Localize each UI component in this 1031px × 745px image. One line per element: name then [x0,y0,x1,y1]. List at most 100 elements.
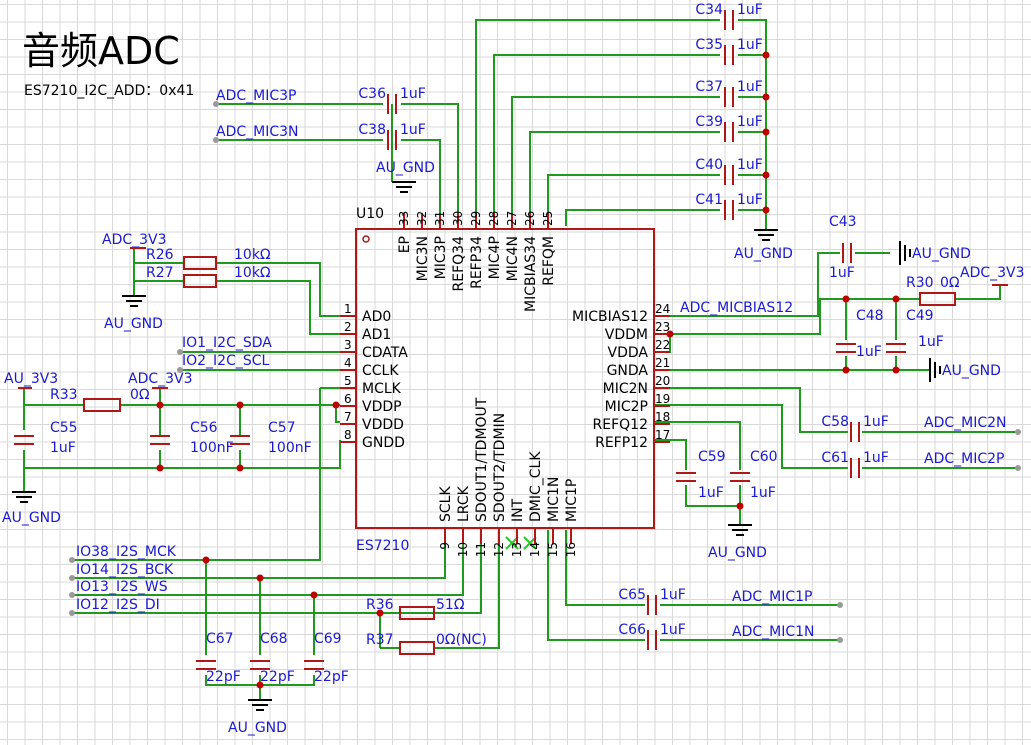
resistor-r33-value: 0Ω [130,387,150,403]
pin-name-28: MIC4P [487,236,503,279]
ground-top-caps: AU_GND [734,229,793,262]
pin-name-30: REFQ34 [451,236,467,292]
cap-c60-ref: C60 [750,449,778,465]
pin-name-33: EP [397,236,413,253]
pin-name-3: CDATA [362,345,408,361]
pin-name-13: INT [510,498,526,522]
net-i2c-scl: IO2_I2C_SCL [182,353,270,369]
pin-number-4: 4 [344,356,352,370]
resistor-r27-value: 10kΩ [234,265,271,281]
resistor-r36-body [399,606,435,620]
cap-c35-value: 1uF [737,37,763,53]
cap-c65-value: 1uF [660,587,686,603]
cap-c61-value: 1uF [863,450,889,466]
resistor-r26-ref: R26 [146,247,174,263]
pin-name-6: VDDP [362,399,402,415]
cap-c36-value: 1uF [400,86,426,102]
resistor-r30-value: 0Ω [940,275,960,291]
cap-c41-value: 1uF [737,192,763,208]
net-au-3v3: AU_3V3 [4,371,58,387]
pin-name-18: REFQ12 [593,417,648,433]
pin-number-22: 22 [655,338,670,352]
pin-name-19: MIC2P [605,399,648,415]
pin-name-5: MCLK [362,381,402,397]
pin-number-11: 11 [474,542,488,557]
cap-c41-ref: C41 [695,192,723,208]
cap-c66-ref: C66 [618,622,646,638]
ground-gnda: AU_GND [929,358,1001,382]
cap-c40-value: 1uF [737,157,763,173]
ground-ref: AU_GND [708,524,767,561]
resistor-r26-value: 10kΩ [234,247,271,263]
ground-c43: AU_GND [899,241,971,265]
cap-c36: C36 1uF [358,86,426,114]
ground-i2s-label: AU_GND [228,720,287,736]
pin-name-7: VDDD [362,417,404,433]
net-adc-3v3-right: ADC_3V3 [960,265,1025,281]
ground-top-caps-label: AU_GND [734,246,793,262]
cap-c49-value: 1uF [918,334,944,350]
pin-number-17: 17 [655,428,670,442]
net-adc-3v3-left: ADC_3V3 [102,232,167,248]
pin-number-33: 33 [397,211,411,226]
cap-c48-ref: C48 [856,308,884,324]
pin-number-19: 19 [655,392,670,406]
cap-c48-value: 1uF [856,344,882,360]
cap-c66-value: 1uF [660,622,686,638]
cap-c59-value: 1uF [698,485,724,501]
sheet-title: 音频ADC [22,29,180,73]
resistor-r33-body [83,398,121,412]
cap-c67-value: 22pF [206,669,241,685]
resistor-r37-value: 0Ω(NC) [436,632,487,648]
net-i2c-sda: IO1_I2C_SDA [182,335,272,351]
ground-ad-pins-label: AU_GND [104,316,163,332]
pin-name-15: MIC1N [546,477,562,522]
pin-number-3: 3 [344,338,352,352]
cap-c49: C49 1uF [886,308,944,353]
cap-c55-value: 1uF [50,440,76,456]
cap-c37-value: 1uF [737,79,763,95]
net-endpoints [69,101,1021,643]
cap-c69-value: 22pF [314,669,349,685]
cap-c36-ref: C36 [358,86,386,102]
pin-number-13: 13 [510,542,524,557]
net-adc-mic1n: ADC_MIC1N [732,624,815,640]
pin1-marker [362,235,370,243]
cap-c35-ref: C35 [695,37,723,53]
pin-number-25: 25 [541,211,555,226]
resistor-r26: R26 10kΩ [146,247,271,270]
cap-c34-value: 1uF [737,2,763,18]
resistor-r30-body [919,292,956,306]
pin-number-2: 2 [344,320,352,334]
net-i2s-di: IO12_I2S_DI [76,597,160,613]
cap-c49-ref: C49 [906,308,934,324]
pin-name-9: SCLK [438,486,454,522]
cap-c48: C48 1uF [836,308,884,360]
cap-c59-ref: C59 [698,449,726,465]
pin-number-24: 24 [655,302,670,316]
pin-number-7: 7 [344,410,352,424]
net-adc-mic3p: ADC_MIC3P [216,88,296,104]
pin-number-30: 30 [451,211,465,226]
ground-ad-pins: AU_GND [104,295,163,332]
cap-c43-value: 1uF [829,265,855,281]
cap-c57-ref: C57 [268,420,296,436]
pin-name-32: MIC3N [415,236,431,281]
ground-gnda-label: AU_GND [942,363,1001,379]
cap-c35: C35 1uF [695,37,763,65]
